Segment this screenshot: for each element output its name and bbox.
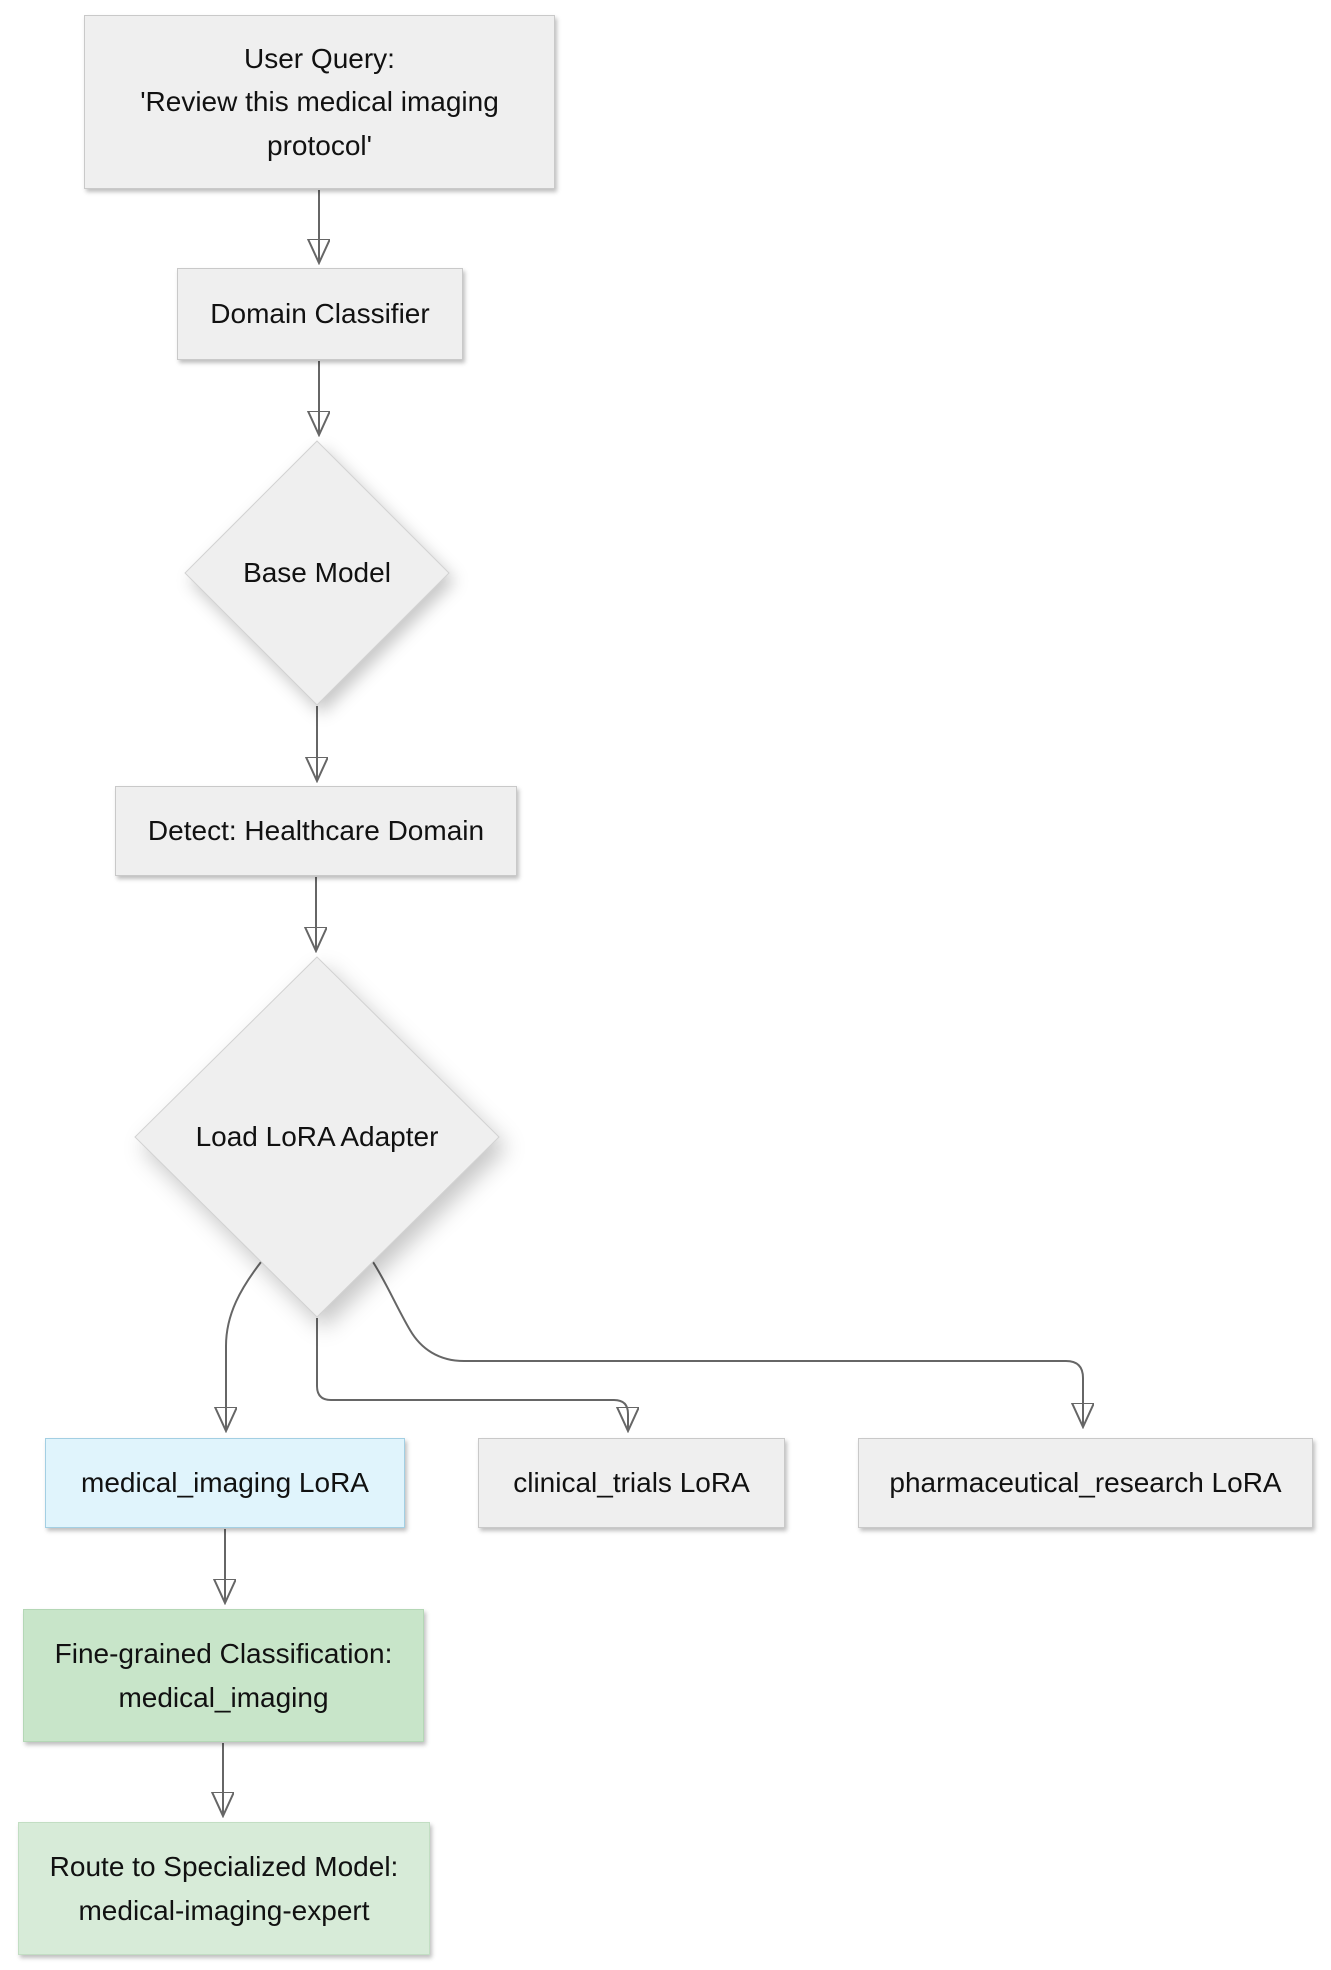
node-user-query-line3: protocol' [267, 129, 372, 161]
node-fine-grained-line1: Fine-grained Classification: [54, 1638, 393, 1670]
node-user-query-line1: User Query: [244, 42, 395, 74]
diamond-shape [185, 441, 449, 705]
node-user-query-label: User Query: 'Review this medical imaging… [132, 37, 507, 167]
node-fine-grained-label: Fine-grained Classification: medical_ima… [47, 1632, 401, 1719]
node-route-line1: Route to Specialized Model: [49, 1851, 399, 1883]
node-clinical-lora-label: clinical_trials LoRA [513, 1467, 750, 1499]
node-fine-grained: Fine-grained Classification: medical_ima… [23, 1609, 424, 1742]
node-fine-grained-line2: medical_imaging [118, 1681, 329, 1713]
node-pharma-lora-label: pharmaceutical_research LoRA [889, 1467, 1282, 1499]
node-detect-domain-label: Detect: Healthcare Domain [147, 815, 485, 847]
node-pharma-lora: pharmaceutical_research LoRA [858, 1438, 1313, 1528]
node-base-model-label: Base Model [243, 557, 391, 589]
node-medical-lora-label: medical_imaging LoRA [81, 1467, 369, 1499]
node-user-query: User Query: 'Review this medical imaging… [84, 15, 555, 189]
node-load-lora-label: Load LoRA Adapter [195, 1121, 439, 1153]
node-user-query-line2: 'Review this medical imaging [140, 86, 499, 118]
node-domain-classifier: Domain Classifier [177, 268, 463, 360]
node-route-line2: medical-imaging-expert [78, 1894, 370, 1926]
node-medical-lora: medical_imaging LoRA [45, 1438, 405, 1528]
node-clinical-lora: clinical_trials LoRA [478, 1438, 785, 1528]
node-detect-domain: Detect: Healthcare Domain [115, 786, 517, 876]
edge-load-lora-to-clinical-lora [316, 1318, 628, 1430]
node-base-model: Base Model [185, 441, 449, 705]
diamond-shape [135, 957, 499, 1317]
node-domain-classifier-label: Domain Classifier [210, 298, 430, 330]
node-load-lora: Load LoRA Adapter [135, 957, 499, 1317]
node-route: Route to Specialized Model: medical-imag… [18, 1822, 430, 1955]
node-route-label: Route to Specialized Model: medical-imag… [42, 1845, 407, 1932]
